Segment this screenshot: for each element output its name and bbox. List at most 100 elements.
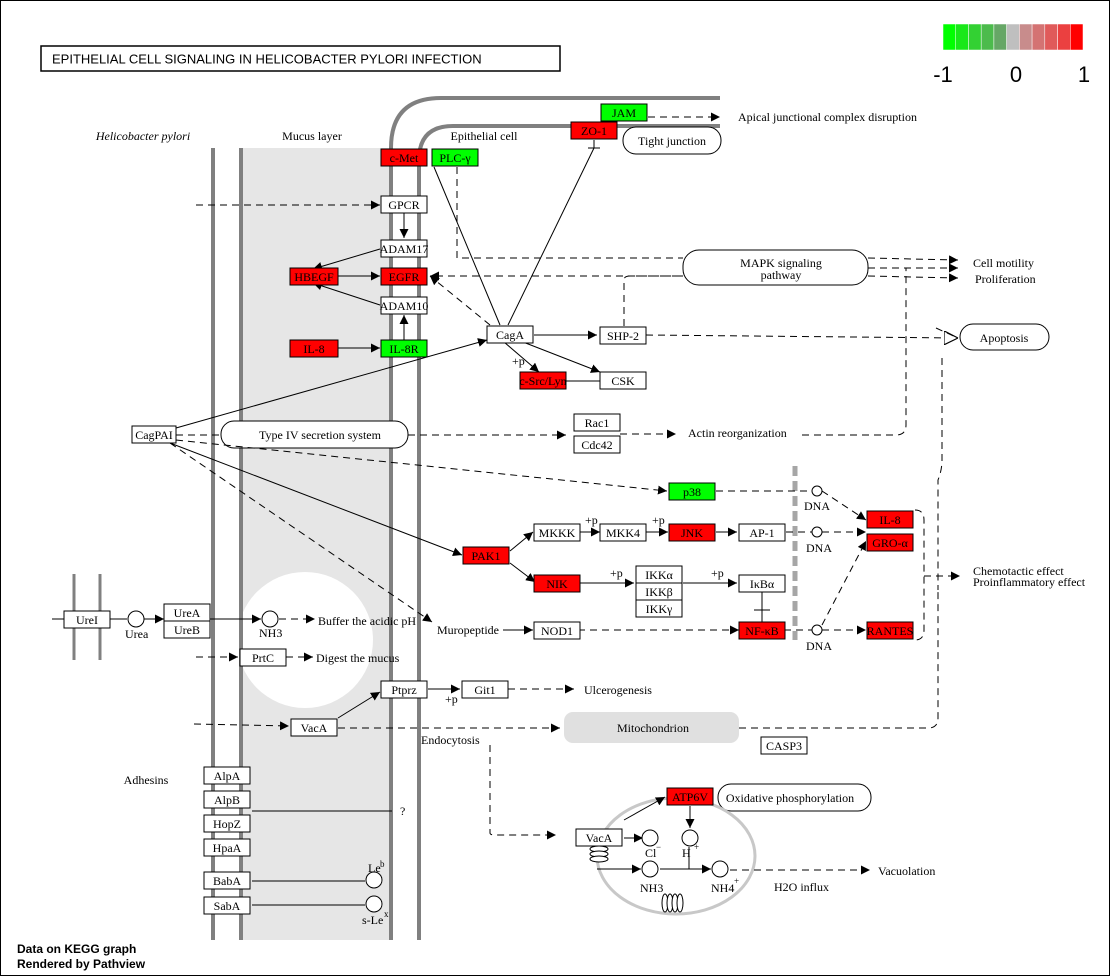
phosphorylation-label: +p: [711, 566, 724, 580]
gene-label: IKKα: [645, 568, 673, 582]
gene-box: [600, 103, 648, 122]
gene-node-ap1[interactable]: AP-1: [738, 523, 786, 542]
legend-color-cell: [980, 23, 995, 51]
legend-color-cell: [993, 23, 1007, 51]
gene-node-alpa[interactable]: AlpA: [203, 766, 251, 785]
gene-label: p38: [683, 485, 701, 499]
tight-junction-pathway[interactable]: Tight junction: [622, 126, 722, 155]
gene-label: Rac1: [585, 416, 610, 430]
legend-color-cell: [1006, 23, 1020, 51]
apoptosis-pathway[interactable]: Apoptosis: [959, 323, 1050, 351]
gene-label: CSK: [611, 374, 635, 388]
gene-node-urea-g[interactable]: UreA: [163, 603, 211, 622]
footer-data-source: Data on KEGG graph: [17, 942, 136, 956]
gene-node-il8-top[interactable]: IL-8: [289, 339, 339, 358]
gene-box: [666, 787, 714, 806]
dna-label: DNA: [806, 541, 832, 555]
gene-node-caga[interactable]: CagA: [486, 325, 534, 344]
gene-node-csrc[interactable]: c-Src/Lyn: [519, 371, 567, 390]
gene-node-cdc42[interactable]: Cdc42: [573, 435, 621, 454]
gene-node-cagpai[interactable]: CagPAI: [131, 425, 177, 444]
gene-node-p38[interactable]: p38: [668, 482, 716, 501]
gene-label: CagA: [496, 328, 524, 342]
gene-label: IL-8: [879, 513, 900, 527]
gene-node-casp3[interactable]: CASP3: [760, 736, 808, 755]
gene-label: PLC-γ: [439, 151, 471, 165]
gene-node-egfr[interactable]: EGFR: [380, 267, 428, 286]
gene-node-ikka[interactable]: IKKα: [635, 565, 683, 584]
gene-box: [290, 718, 338, 737]
oxidative-phosphorylation-pathway[interactable]: Oxidative phosphorylation: [717, 783, 872, 812]
gene-box: [431, 148, 479, 167]
gene-node-baba[interactable]: BabA: [203, 871, 251, 890]
dna-label: DNA: [804, 499, 830, 513]
leb-label: Le: [368, 861, 381, 875]
gene-box: [380, 148, 428, 167]
cl-label: Cl: [645, 846, 657, 860]
gene-node-alpb[interactable]: AlpB: [203, 790, 251, 809]
gene-node-ikkb[interactable]: IKKβ: [635, 582, 683, 601]
gene-node-adam10[interactable]: ADAM10: [380, 296, 429, 315]
gene-node-nik[interactable]: NIK: [533, 574, 581, 593]
gene-box: [866, 533, 914, 552]
gene-node-atp6v[interactable]: ATP6V: [666, 787, 714, 806]
chemotactic-effect-label: Chemotactic effect: [973, 564, 1064, 578]
gene-node-ikba[interactable]: IκBα: [738, 574, 786, 593]
gene-node-shp2[interactable]: SHP-2: [599, 326, 647, 345]
mapk-signaling-pathway[interactable]: MAPK signaling pathway: [682, 249, 869, 286]
gene-node-cmet[interactable]: c-Met: [380, 148, 428, 167]
gene-box: [203, 814, 251, 833]
gene-node-vaca2[interactable]: VacA: [575, 828, 623, 847]
gene-node-pak1[interactable]: PAK1: [462, 546, 510, 565]
gene-node-gpcr[interactable]: GPCR: [380, 195, 428, 214]
gene-node-hopz[interactable]: HopZ: [203, 814, 251, 833]
gene-label: GPCR: [388, 198, 419, 212]
gene-node-il8r[interactable]: IL-8R: [380, 339, 428, 358]
gene-node-nod1[interactable]: NOD1: [533, 621, 581, 640]
gene-box: [533, 574, 581, 593]
gene-node-git1[interactable]: Git1: [461, 680, 509, 699]
gene-node-ureb[interactable]: UreB: [163, 620, 211, 639]
h2o-influx-label: H2O influx: [774, 880, 829, 894]
gene-node-ikkg[interactable]: IKKγ: [635, 599, 683, 618]
urease-cloud: [237, 572, 373, 708]
gene-node-jnk[interactable]: JNK: [668, 523, 716, 542]
gene-box: [63, 610, 111, 629]
pathway-edges: [52, 112, 960, 906]
gene-label: HpaA: [213, 841, 242, 855]
gene-node-plcg[interactable]: PLC-γ: [431, 148, 479, 167]
gene-node-saba[interactable]: SabA: [203, 896, 251, 915]
gene-node-prtc[interactable]: PrtC: [239, 648, 287, 667]
gene-label: NIK: [546, 577, 568, 591]
gene-node-mkk4[interactable]: MKK4: [599, 523, 647, 542]
type-iv-secretion-pathway[interactable]: Type IV secretion system: [220, 420, 409, 449]
gene-node-hbegf[interactable]: HBEGF: [289, 267, 339, 286]
gene-node-adam17[interactable]: ADAM17: [380, 239, 429, 258]
gene-label: ADAM17: [380, 242, 429, 256]
gene-box: [760, 736, 808, 755]
phosphorylation-label: +p: [652, 513, 665, 527]
gene-box: [461, 680, 509, 699]
gene-node-ptprz[interactable]: Ptprz: [380, 680, 428, 699]
gene-node-mkkk[interactable]: MKKK: [533, 523, 581, 542]
gene-node-zo1[interactable]: ZO-1: [570, 121, 618, 140]
gene-node-groa[interactable]: GRO-α: [866, 533, 914, 552]
gene-label: NOD1: [541, 624, 573, 638]
gene-node-jam[interactable]: JAM: [600, 103, 648, 122]
gene-node-il8-right[interactable]: IL-8: [866, 510, 914, 529]
gene-box: [573, 435, 621, 454]
gene-node-urel[interactable]: UreI: [63, 610, 111, 629]
gene-node-rantes[interactable]: RANTES: [866, 621, 914, 640]
legend-color-cell: [1057, 23, 1071, 51]
gene-node-nfkb[interactable]: NF-κB: [738, 621, 786, 640]
gene-label: ATP6V: [672, 790, 708, 804]
gene-node-csk[interactable]: CSK: [599, 371, 647, 390]
svg-text:Mitochondrion: Mitochondrion: [617, 721, 689, 735]
gene-label: PrtC: [252, 651, 274, 665]
gene-node-hpaa[interactable]: HpaA: [203, 838, 251, 857]
gene-node-rac1[interactable]: Rac1: [573, 413, 621, 432]
gene-node-vaca[interactable]: VacA: [290, 718, 338, 737]
gene-box: [519, 371, 567, 390]
nh3-compound: [261, 610, 279, 628]
